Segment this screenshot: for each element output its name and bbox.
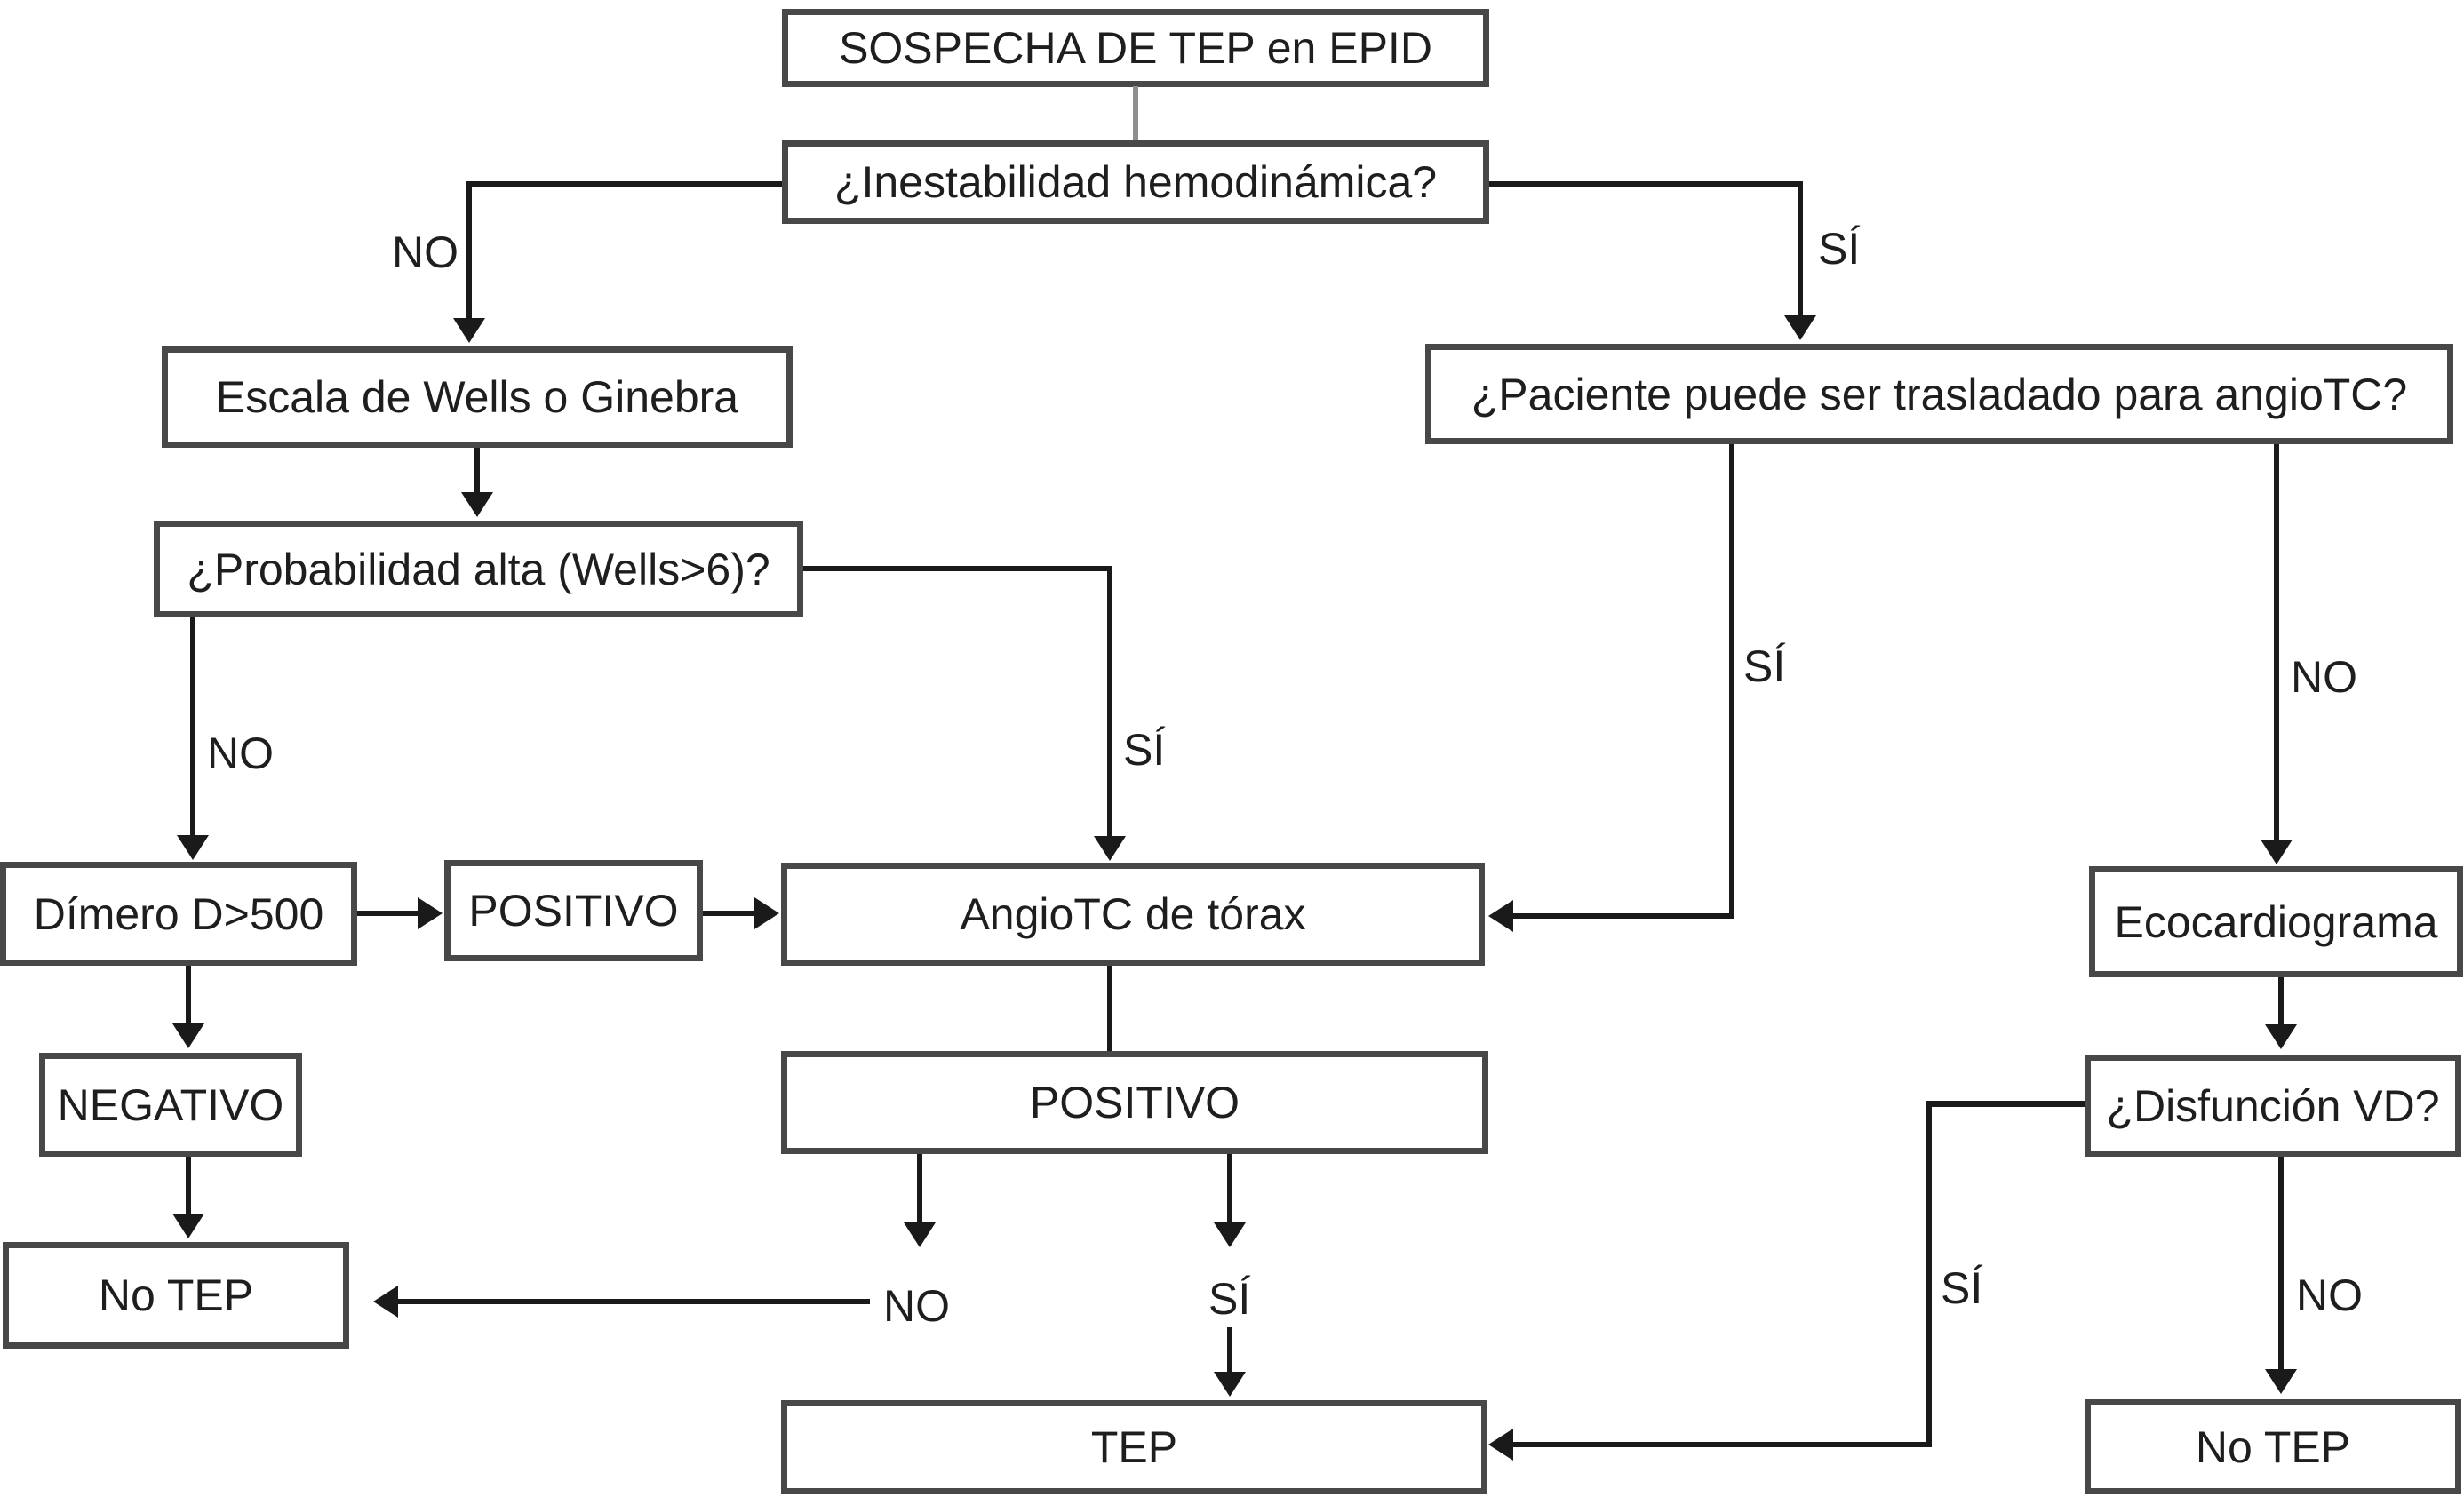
- node-angiotc-torax: AngioTC de tórax: [781, 863, 1485, 966]
- node-positivo-angiotc: POSITIVO: [781, 1051, 1488, 1154]
- edge-si-hemo-vertical: [1798, 181, 1803, 318]
- node-disfuncion-label: ¿Disfunción VD?: [2106, 1080, 2440, 1131]
- arrowhead-into-positivo-dimero: [418, 897, 443, 929]
- node-no-tep-izquierda-label: No TEP: [98, 1270, 254, 1320]
- node-positivo-dimero: POSITIVO: [444, 860, 703, 961]
- edge-no-prob-vertical: [190, 617, 195, 839]
- edge-sospecha-inestabilidad: [1133, 86, 1138, 140]
- edge-si-tc-vertical: [1227, 1154, 1232, 1224]
- node-escala-wells-ginebra: Escala de Wells o Ginebra: [162, 346, 793, 448]
- node-no-tep-izquierda: No TEP: [3, 1242, 349, 1349]
- node-negativo: NEGATIVO: [39, 1053, 302, 1157]
- node-dimero-d: Dímero D>500: [0, 862, 357, 966]
- edge-label-si-prob: SÍ: [1123, 725, 1166, 775]
- arrowhead-into-angiotc-left: [754, 897, 779, 929]
- edge-label-no-tc: NO: [883, 1281, 950, 1331]
- node-paciente-label: ¿Paciente puede ser trasladado para angi…: [1471, 369, 2408, 419]
- edge-label-si-hemo: SÍ: [1818, 224, 1861, 274]
- edge-eco-disfuncion: [2278, 977, 2284, 1026]
- node-negativo-label: NEGATIVO: [57, 1079, 284, 1130]
- node-positivo-angiotc-label: POSITIVO: [1029, 1078, 1240, 1127]
- node-escala-label: Escala de Wells o Ginebra: [215, 372, 739, 422]
- node-ecocardiograma-label: Ecocardiograma: [2114, 896, 2438, 947]
- arrowhead-si-tc: [1214, 1222, 1246, 1247]
- edge-label-si-vd: SÍ: [1941, 1263, 1983, 1313]
- edge-label-no-traslado: NO: [2291, 652, 2357, 702]
- edge-label-no-prob: NO: [207, 729, 274, 778]
- arrowhead-into-notep-izq-side: [373, 1286, 398, 1318]
- node-ecocardiograma: Ecocardiograma: [2089, 866, 2463, 977]
- node-disfuncion-vd: ¿Disfunción VD?: [2085, 1055, 2461, 1157]
- edge-label-no-vd: NO: [2296, 1270, 2363, 1320]
- edge-label-no-hemo: NO: [392, 227, 459, 277]
- node-tep: TEP: [781, 1400, 1487, 1494]
- node-angiotc-label: AngioTC de tórax: [960, 889, 1306, 939]
- node-positivo-dimero-label: POSITIVO: [468, 886, 679, 936]
- node-inestabilidad-label: ¿Inestabilidad hemodinámica?: [833, 157, 1438, 207]
- edge-negativo-notep: [186, 1157, 191, 1215]
- edge-dimero-positivo: [357, 911, 418, 916]
- edge-si-traslado-horizontal: [1511, 913, 1734, 919]
- arrowhead-into-notep-der: [2265, 1369, 2297, 1394]
- edge-dimero-negativo: [186, 966, 191, 1025]
- edge-no-tc-vertical: [917, 1154, 922, 1224]
- node-no-tep-derecha: No TEP: [2085, 1399, 2461, 1494]
- edge-no-tc-to-notep: [398, 1299, 870, 1304]
- edge-escala-probabilidad: [474, 448, 480, 494]
- node-no-tep-derecha-label: No TEP: [2195, 1421, 2351, 1472]
- arrowhead-into-paciente: [1784, 315, 1816, 340]
- arrowhead-into-probabilidad: [461, 492, 493, 517]
- edge-si-vd-horizontal-top: [1928, 1101, 2085, 1107]
- node-paciente-trasladado: ¿Paciente puede ser trasladado para angi…: [1425, 344, 2453, 444]
- node-sospecha: SOSPECHA DE TEP en EPID: [782, 9, 1489, 87]
- arrowhead-into-notep-izq: [172, 1214, 204, 1238]
- edge-no-traslado-vertical: [2274, 444, 2279, 841]
- node-probabilidad-alta: ¿Probabilidad alta (Wells>6)?: [154, 521, 803, 617]
- edge-si-hemo-horizontal: [1489, 181, 1803, 187]
- edge-label-si-tc: SÍ: [1208, 1274, 1251, 1324]
- arrowhead-into-disfuncion: [2265, 1024, 2297, 1049]
- node-probabilidad-label: ¿Probabilidad alta (Wells>6)?: [187, 544, 770, 594]
- edge-si-vd-horizontal-bottom: [1511, 1442, 1928, 1447]
- edge-no-hemo-horizontal: [469, 181, 782, 187]
- node-dimero-label: Dímero D>500: [33, 888, 324, 939]
- arrowhead-into-angiotc-top: [1094, 836, 1126, 861]
- arrowhead-no-tc: [904, 1222, 936, 1247]
- node-inestabilidad-hemodinamica: ¿Inestabilidad hemodinámica?: [782, 140, 1489, 224]
- arrowhead-into-negativo: [172, 1023, 204, 1048]
- arrowhead-into-dimero: [177, 835, 209, 860]
- edge-no-hemo-vertical: [466, 181, 472, 322]
- edge-no-vd-vertical: [2278, 1157, 2284, 1371]
- arrowhead-into-angiotc-right: [1488, 900, 1513, 932]
- edge-positivo-angiotc-link: [703, 911, 754, 916]
- edge-si-prob-horizontal: [803, 566, 1112, 571]
- arrowhead-into-ecocardiograma: [2261, 840, 2293, 864]
- edge-si-prob-vertical: [1107, 566, 1112, 838]
- arrowhead-into-tep-top: [1214, 1372, 1246, 1397]
- edge-angiotc-positivo: [1107, 966, 1112, 1051]
- node-tep-label: TEP: [1090, 1422, 1178, 1472]
- arrowhead-into-escala: [453, 318, 485, 343]
- edge-si-vd-vertical: [1926, 1101, 1932, 1447]
- node-sospecha-label: SOSPECHA DE TEP en EPID: [839, 23, 1432, 73]
- edge-si-tc-to-tep: [1227, 1327, 1232, 1374]
- arrowhead-into-tep-right: [1488, 1429, 1513, 1461]
- edge-si-traslado-vertical: [1729, 444, 1734, 919]
- edge-label-si-traslado: SÍ: [1743, 641, 1786, 691]
